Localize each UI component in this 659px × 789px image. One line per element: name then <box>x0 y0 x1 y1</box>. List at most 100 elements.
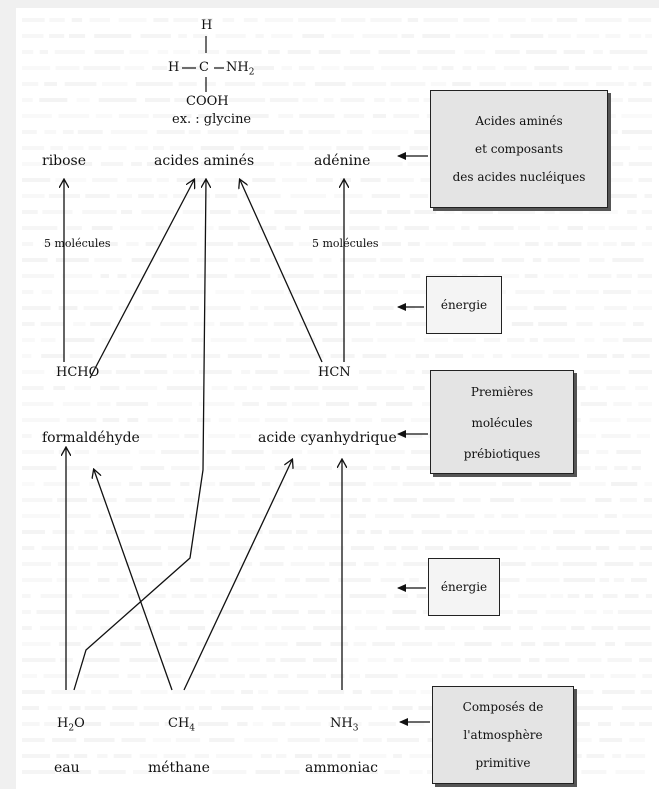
bleed-through-mark <box>143 706 181 710</box>
bleed-through-mark <box>129 482 143 486</box>
bleed-through-mark <box>97 402 111 406</box>
bleed-through-mark <box>166 162 176 166</box>
bleed-through-mark <box>550 594 564 598</box>
bleed-through-mark <box>529 338 538 342</box>
bleed-through-mark <box>131 162 142 166</box>
bleed-through-mark <box>237 722 248 726</box>
bleed-through-mark <box>98 770 126 774</box>
bleed-through-mark <box>404 722 425 726</box>
bleed-through-mark <box>204 658 229 662</box>
bleed-through-mark <box>131 258 154 262</box>
bleed-through-mark <box>559 210 583 214</box>
bleed-through-mark <box>301 306 319 310</box>
bleed-through-mark <box>22 386 44 390</box>
ch4-ch: CH <box>168 716 190 731</box>
bleed-through-mark <box>264 18 294 22</box>
bleed-through-mark <box>601 434 631 438</box>
bleed-through-mark <box>152 66 168 70</box>
bleed-through-mark <box>102 354 126 358</box>
bleed-through-mark <box>22 114 52 118</box>
bleed-through-mark <box>97 450 131 454</box>
bleed-through-mark <box>55 258 89 262</box>
bleed-through-mark <box>101 338 111 342</box>
bleed-through-mark <box>346 130 363 134</box>
bleed-through-mark <box>215 194 238 198</box>
bleed-through-mark <box>209 210 231 214</box>
bleed-through-mark <box>218 226 250 230</box>
bleed-through-mark <box>386 562 397 566</box>
bleed-through-mark <box>156 402 193 406</box>
bleed-through-mark <box>378 50 411 54</box>
bleed-through-mark <box>178 34 187 38</box>
bleed-through-mark <box>296 530 308 534</box>
formaldehyde-label: formaldéhyde <box>42 430 140 446</box>
bleed-through-mark <box>264 546 285 550</box>
bleed-through-mark <box>388 530 414 534</box>
bleed-through-mark <box>580 402 607 406</box>
bleed-through-mark <box>108 146 127 150</box>
bleed-through-mark <box>78 546 98 550</box>
bleed-through-mark <box>362 498 371 502</box>
bleed-through-mark <box>185 706 195 710</box>
bleed-through-mark <box>294 386 319 390</box>
bleed-through-mark <box>139 754 158 758</box>
bleed-through-mark <box>599 738 623 742</box>
bleed-through-mark <box>77 130 103 134</box>
bleed-through-mark <box>149 482 171 486</box>
bleed-through-mark <box>305 706 340 710</box>
bleed-through-mark <box>576 706 613 710</box>
ammoniac-label: ammoniac <box>305 760 379 776</box>
bleed-through-mark <box>108 690 133 694</box>
bleed-through-mark <box>189 514 220 518</box>
bleed-through-mark <box>406 466 440 470</box>
bleed-through-mark <box>66 226 82 230</box>
bleed-through-mark <box>402 482 435 486</box>
bleed-through-mark <box>565 642 596 646</box>
bleed-through-mark <box>595 466 608 470</box>
bleed-through-mark <box>188 130 201 134</box>
bleed-through-mark <box>100 626 130 630</box>
bleed-through-mark <box>231 594 259 598</box>
bleed-through-mark <box>410 418 435 422</box>
bleed-through-mark <box>173 50 191 54</box>
bleed-through-mark <box>407 98 419 102</box>
bleed-through-mark <box>441 674 463 678</box>
bleed-through-mark <box>398 690 417 694</box>
bleed-through-mark <box>452 82 471 86</box>
bleed-through-mark <box>252 722 264 726</box>
bleed-through-mark <box>231 450 264 454</box>
glycine-caption: ex. : glycine <box>172 112 252 127</box>
bleed-through-mark <box>621 114 652 118</box>
bleed-through-mark <box>290 722 321 726</box>
bleed-through-mark <box>22 402 54 406</box>
bleed-through-mark <box>202 498 224 502</box>
bleed-through-mark <box>330 674 345 678</box>
bleed-through-mark <box>319 258 332 262</box>
bleed-through-mark <box>22 226 58 230</box>
bleed-through-mark <box>96 466 133 470</box>
bleed-through-mark <box>449 546 479 550</box>
bleed-through-mark <box>22 418 60 422</box>
bleed-through-mark <box>69 706 81 710</box>
bleed-through-mark <box>531 562 559 566</box>
bleed-through-mark <box>633 322 644 326</box>
bleed-through-mark <box>52 530 75 534</box>
bleed-through-mark <box>252 514 265 518</box>
bleed-through-mark <box>167 546 200 550</box>
bleed-through-mark <box>622 338 652 342</box>
bleed-through-mark <box>163 754 186 758</box>
bleed-through-mark <box>380 578 405 582</box>
bleed-through-mark <box>127 418 139 422</box>
bleed-through-mark <box>183 114 192 118</box>
bleed-through-mark <box>98 98 137 102</box>
bleed-through-mark <box>589 418 621 422</box>
bleed-through-mark <box>22 642 51 646</box>
bleed-through-mark <box>612 754 622 758</box>
bleed-through-mark <box>415 354 430 358</box>
bleed-through-mark <box>637 290 652 294</box>
bleed-through-mark <box>349 226 380 230</box>
bleed-through-mark <box>124 546 162 550</box>
bleed-through-mark <box>279 162 292 166</box>
bleed-through-mark <box>616 450 641 454</box>
bleed-through-mark <box>524 274 538 278</box>
